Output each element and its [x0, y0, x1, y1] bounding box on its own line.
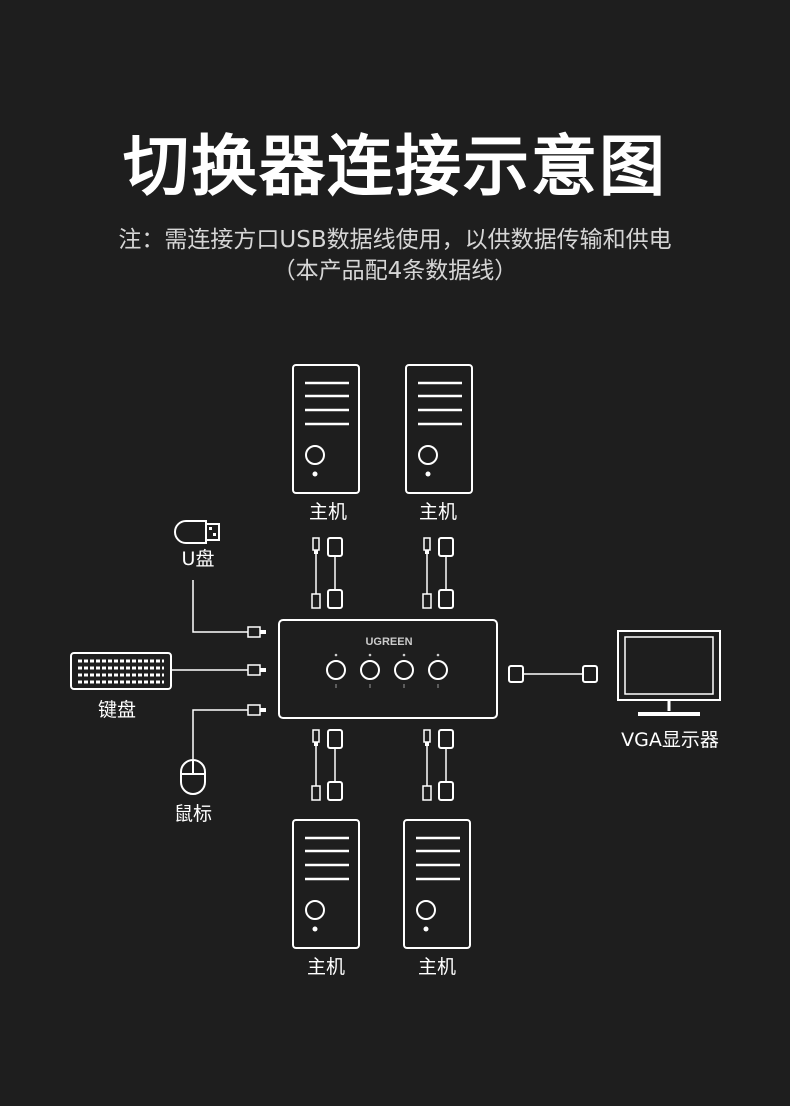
- cable-bottom-right: [422, 729, 454, 801]
- page-title: 切换器连接示意图: [123, 128, 667, 205]
- note-line-2: （本产品配4条数据线）: [272, 258, 518, 284]
- switch-brand-logo: UGREEN: [365, 636, 412, 648]
- usb-drive-icon: [174, 520, 220, 544]
- switch-button-1: [326, 660, 346, 680]
- cable-bottom-left: [311, 729, 343, 801]
- note-line-1: 注：需连接方口USB数据线使用，以供数据传输和供电: [118, 227, 672, 253]
- label-mouse: 鼠标: [173, 803, 212, 825]
- cable-top-left: [311, 537, 343, 609]
- label-host-top-right: 主机: [418, 501, 457, 523]
- kvm-switch: [278, 619, 498, 719]
- keyboard-icon: [70, 652, 172, 690]
- mouse-icon: [180, 759, 206, 795]
- cable-top-right: [422, 537, 454, 609]
- switch-button-2: [360, 660, 380, 680]
- label-host-bottom-right: 主机: [417, 956, 456, 978]
- label-usb-drive: U盘: [181, 548, 215, 570]
- switch-button-4: [428, 660, 448, 680]
- switch-button-3: [394, 660, 414, 680]
- host-computer-bottom-left: [291, 818, 361, 950]
- label-host-bottom-left: 主机: [306, 956, 345, 978]
- host-computer-top-left: [291, 363, 361, 495]
- host-computer-top-right: [404, 363, 474, 495]
- host-computer-bottom-right: [402, 818, 472, 950]
- label-host-top-left: 主机: [308, 501, 347, 523]
- label-keyboard: 键盘: [97, 699, 136, 721]
- label-monitor: VGA显示器: [621, 729, 719, 751]
- monitor-icon: [617, 630, 721, 716]
